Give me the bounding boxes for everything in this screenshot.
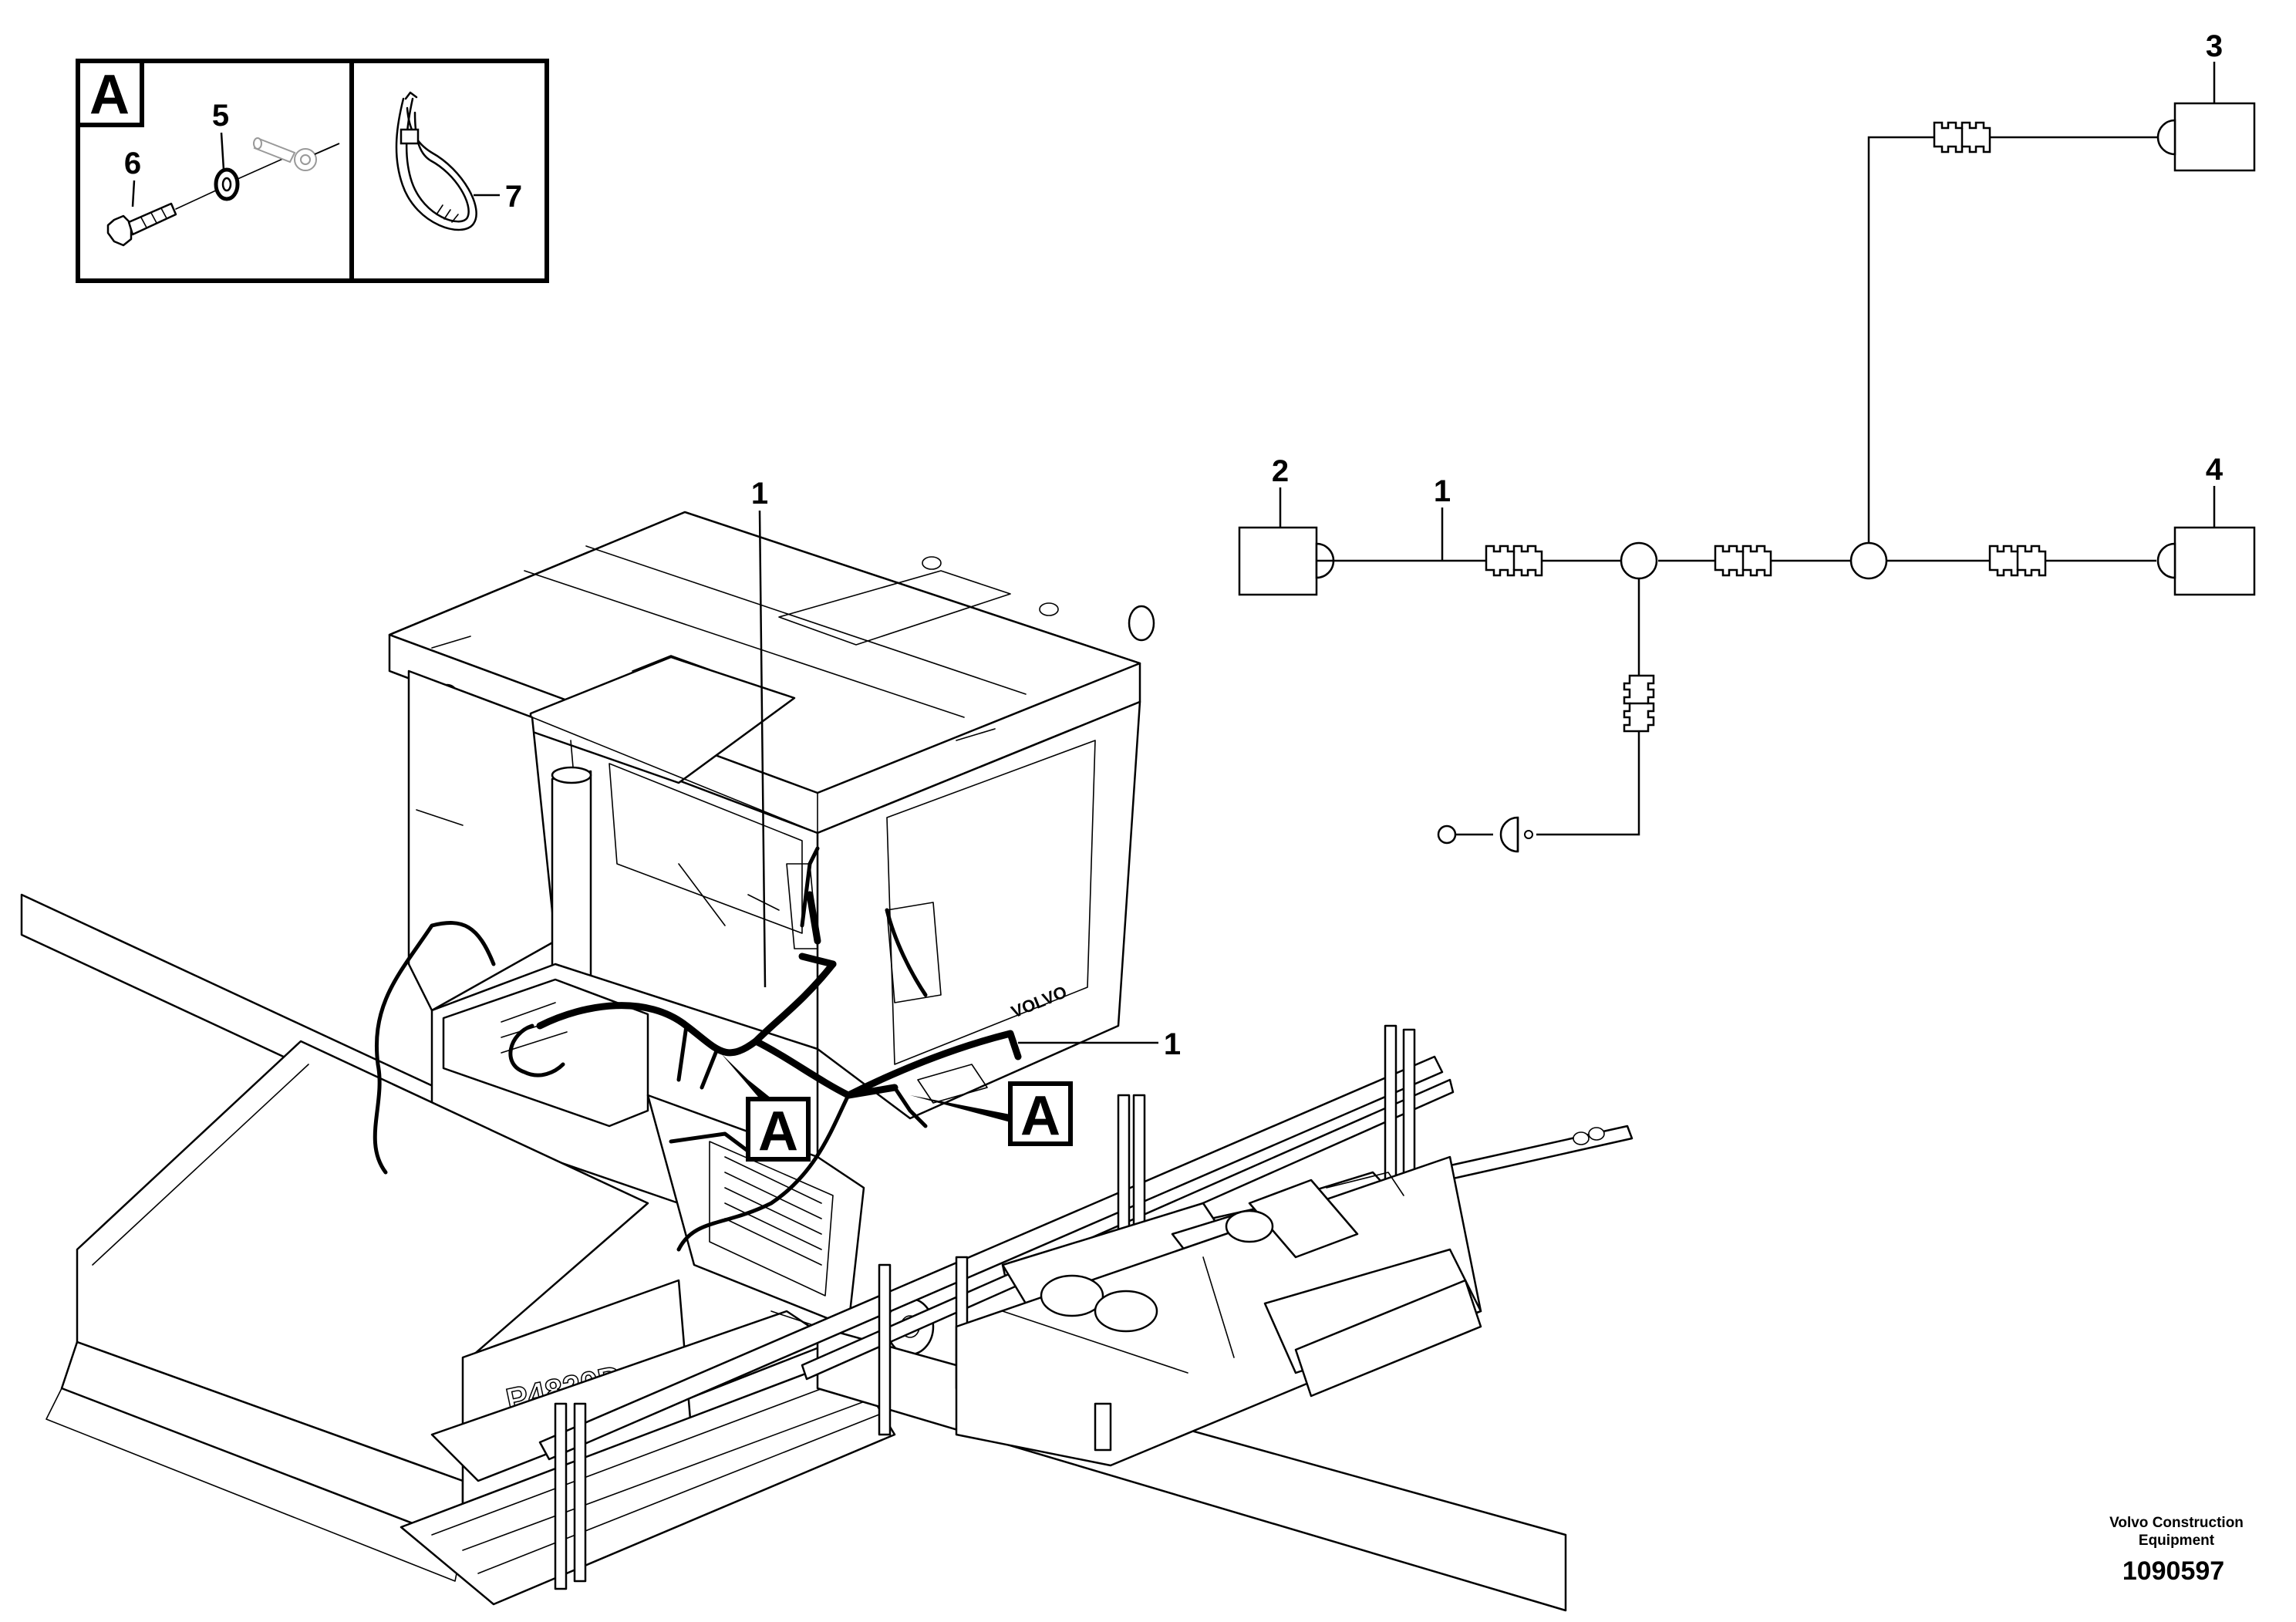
callout-5: 5 xyxy=(212,99,229,133)
callout-3: 3 xyxy=(2206,29,2223,63)
detail-box-a: A xyxy=(76,59,549,283)
drawing-footer: Volvo Construction Equipment 1090597 xyxy=(2109,1515,2244,1586)
machine-callout-1-top: 1 xyxy=(751,477,768,511)
company-line-1: Volvo Construction xyxy=(2109,1515,2244,1531)
callout-7: 7 xyxy=(505,180,522,214)
machine-callout-1-right: 1 xyxy=(1164,1027,1181,1061)
cable-tie-icon xyxy=(395,91,477,231)
screed-unit xyxy=(955,1155,1482,1467)
connector-icon xyxy=(1714,545,1772,577)
connector-icon xyxy=(1988,545,2047,577)
callout-6: 6 xyxy=(124,147,141,180)
detail-pointer xyxy=(910,1095,1010,1122)
bolt-icon xyxy=(106,202,177,247)
wiring-schematic: 3 2 1 4 xyxy=(1238,29,2256,853)
wire-branch-3 xyxy=(1867,136,2157,545)
detail-box-label-frame xyxy=(76,59,144,127)
connector-icon xyxy=(1485,545,1543,577)
wiring-harness xyxy=(373,846,1022,1252)
terminal-end-icon xyxy=(1437,816,1533,853)
connector-icon xyxy=(1933,121,1991,153)
leader-line xyxy=(758,510,767,988)
junction-icon xyxy=(1620,541,1658,580)
washer-icon xyxy=(214,167,240,201)
assembly-axis-line xyxy=(175,189,218,210)
component-4-icon xyxy=(2156,526,2256,596)
callout-1: 1 xyxy=(1434,474,1451,508)
detail-ref-a-right xyxy=(1008,1081,1073,1146)
cab-body: VOLVO xyxy=(407,669,1141,1120)
callout-2: 2 xyxy=(1272,454,1289,488)
component-3-icon xyxy=(2156,102,2256,172)
detail-ref-a-left xyxy=(746,1097,811,1162)
callout-4: 4 xyxy=(2206,453,2224,487)
wire-branch-down xyxy=(1536,579,1640,836)
detail-ref-a-right-label: A xyxy=(1020,1085,1060,1147)
detail-box-letter: A xyxy=(89,64,130,126)
connector-icon xyxy=(1623,674,1655,733)
component-2-icon xyxy=(1238,526,1336,596)
junction-icon xyxy=(1849,541,1888,580)
drawing-number: 1090597 xyxy=(2122,1556,2224,1586)
mounting-stud-icon xyxy=(253,137,340,171)
leader-line xyxy=(131,180,136,207)
detail-ref-a-left-label: A xyxy=(758,1101,798,1162)
leader-line xyxy=(220,132,225,170)
detail-box-frame xyxy=(76,59,549,283)
company-line-2: Equipment xyxy=(2139,1533,2215,1549)
paver-illustration: VOLVO P4820D xyxy=(20,477,1633,1612)
